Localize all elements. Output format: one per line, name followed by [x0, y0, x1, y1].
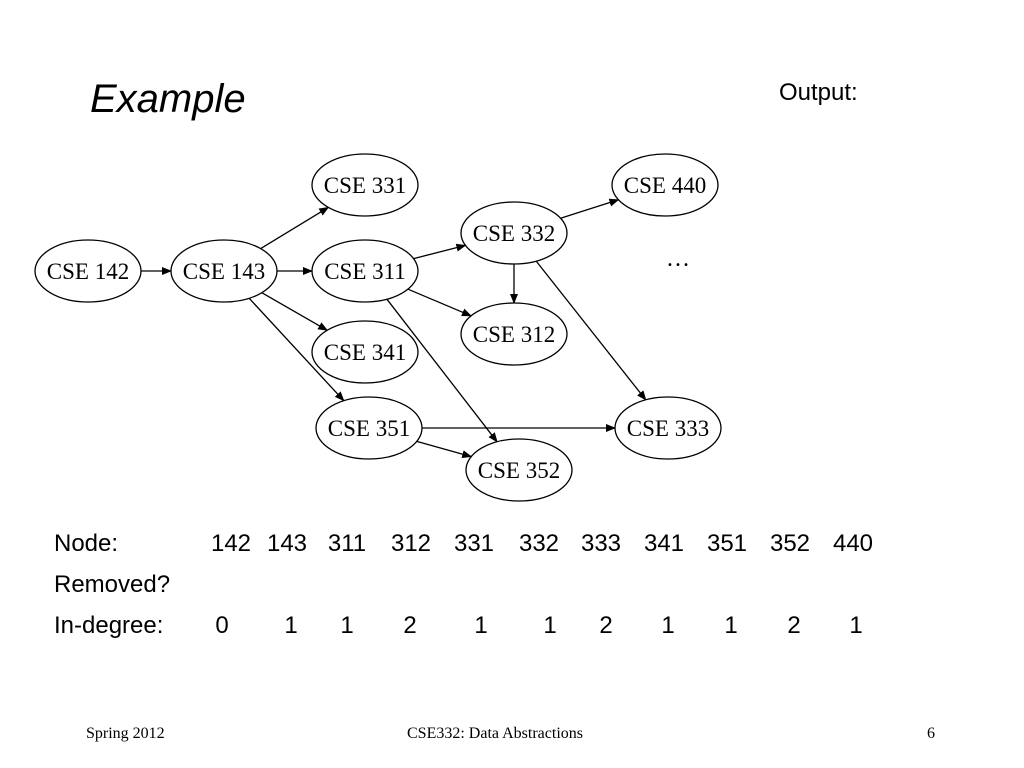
- edge-332-to-440: [560, 198, 620, 219]
- node-cell: 311: [327, 530, 367, 557]
- edge-311-to-312: [407, 288, 472, 317]
- node-label: CSE 351: [328, 416, 410, 441]
- indegree-cell: 2: [403, 612, 417, 639]
- node-cse-333: CSE 333: [614, 396, 722, 460]
- node-ellipse: [614, 396, 722, 460]
- node-label: CSE 352: [478, 458, 560, 483]
- node-cse-311: CSE 311: [311, 239, 419, 303]
- edge-351-to-352: [416, 440, 473, 459]
- node-ellipse: [315, 396, 423, 460]
- indegree-cell: 1: [340, 612, 354, 639]
- node-label: CSE 333: [627, 416, 709, 441]
- indegree-cell: 1: [849, 612, 863, 639]
- node-ellipse: [311, 153, 419, 217]
- node-label: CSE 142: [47, 259, 129, 284]
- output-ellipsis: …: [666, 246, 690, 272]
- removed-row-label: Removed?: [54, 571, 171, 598]
- edge-311-to-352: [386, 298, 498, 443]
- edge-332-to-333: [535, 260, 647, 401]
- node-ellipse: [311, 320, 419, 384]
- indegree-cell: 0: [215, 612, 229, 639]
- node-cell: 143: [266, 530, 308, 557]
- indegree-cell: 2: [599, 612, 613, 639]
- node-label: CSE 311: [324, 259, 406, 284]
- node-label: CSE 331: [324, 173, 406, 198]
- node-ellipse: [465, 438, 573, 502]
- node-cell: 440: [832, 530, 874, 557]
- node-ellipse: [460, 201, 568, 265]
- slide-title: Example: [90, 77, 246, 121]
- node-cse-352: CSE 352: [465, 438, 573, 502]
- node-cell: 351: [706, 530, 748, 557]
- node-cse-331: CSE 331: [311, 153, 419, 217]
- indegree-cell: 1: [543, 612, 557, 639]
- node-ellipse: [460, 302, 568, 366]
- indegree-cell: 2: [787, 612, 801, 639]
- node-label: CSE 143: [183, 259, 265, 284]
- indegree-cell: 1: [474, 612, 488, 639]
- node-cse-351: CSE 351: [315, 396, 423, 460]
- indegree-cell: 1: [661, 612, 675, 639]
- node-ellipse: [34, 239, 142, 303]
- node-label: CSE 341: [324, 340, 406, 365]
- node-cse-332: CSE 332: [460, 201, 568, 265]
- footer-term: Spring 2012: [86, 725, 165, 742]
- node-cse-440: CSE 440: [611, 153, 719, 217]
- node-cell: 312: [390, 530, 432, 557]
- indegree-row-label: In-degree:: [54, 612, 164, 639]
- indegree-cell: 1: [284, 612, 298, 639]
- footer-page-number: 6: [927, 725, 935, 742]
- node-cse-142: CSE 142: [34, 239, 142, 303]
- edge-143-to-331: [260, 206, 330, 250]
- node-cell: 331: [453, 530, 495, 557]
- edge-311-to-332: [413, 243, 467, 260]
- node-cell: 341: [643, 530, 685, 557]
- node-cse-341: CSE 341: [311, 320, 419, 384]
- node-row-label: Node:: [54, 530, 119, 557]
- node-label: CSE 312: [473, 322, 555, 347]
- output-label: Output:: [779, 79, 858, 106]
- edge-143-to-341: [261, 292, 329, 331]
- indegree-cell: 1: [724, 612, 738, 639]
- footer-course: CSE332: Data Abstractions: [407, 725, 583, 742]
- node-label: CSE 440: [624, 173, 706, 198]
- node-cell: 333: [580, 530, 622, 557]
- node-label: CSE 332: [473, 221, 555, 246]
- node-cell: 332: [518, 530, 560, 557]
- node-cell: 352: [769, 530, 811, 557]
- node-ellipse: [170, 239, 278, 303]
- node-ellipse: [611, 153, 719, 217]
- edge-143-to-351: [248, 297, 345, 402]
- node-cell: 142: [210, 530, 252, 557]
- node-ellipse: [311, 239, 419, 303]
- graph-edges: [141, 198, 647, 459]
- node-cse-143: CSE 143: [170, 239, 278, 303]
- node-cse-312: CSE 312: [460, 302, 568, 366]
